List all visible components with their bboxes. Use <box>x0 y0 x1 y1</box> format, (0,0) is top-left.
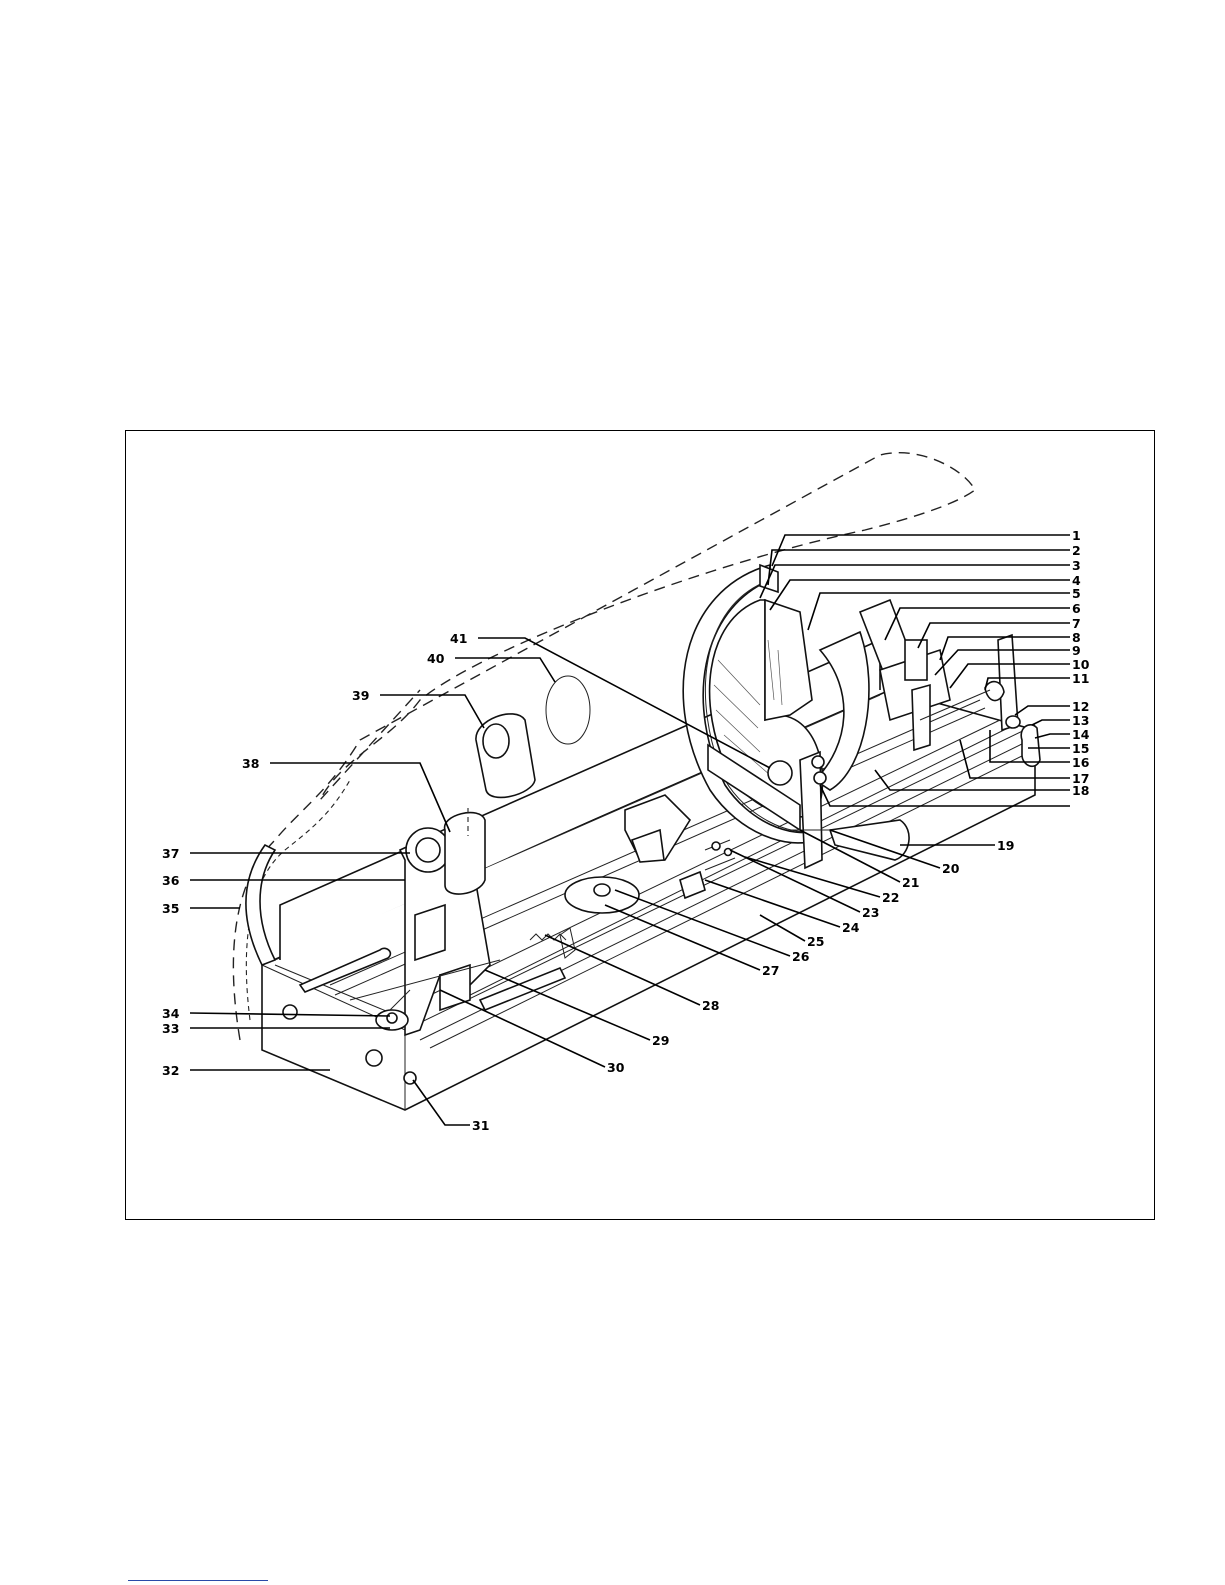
bearing-sleeve <box>445 813 485 894</box>
callout-15: 15 <box>1072 741 1089 756</box>
callout-19: 19 <box>997 838 1014 853</box>
callout-16: 16 <box>1072 755 1090 770</box>
left-end-plate <box>246 845 275 965</box>
shaft-screw <box>712 842 720 850</box>
callout-29: 29 <box>652 1033 669 1048</box>
lower-screw <box>387 1013 397 1023</box>
small-knob <box>1006 716 1020 728</box>
callout-38: 38 <box>242 756 259 771</box>
lens-cutaway <box>765 600 812 720</box>
callout-31: 31 <box>472 1118 489 1133</box>
callout-5: 5 <box>1072 586 1081 601</box>
callout-34: 34 <box>162 1006 180 1021</box>
bulkhead-screw-a <box>812 756 824 768</box>
callout-25: 25 <box>807 934 824 949</box>
sleeve <box>476 714 535 798</box>
callout-41: 41 <box>450 631 467 646</box>
callout-27: 27 <box>762 963 779 978</box>
callout-11: 11 <box>1072 671 1089 686</box>
callout-3: 3 <box>1072 558 1081 573</box>
callout-33: 33 <box>162 1021 179 1036</box>
callout-26: 26 <box>792 949 810 964</box>
bulkhead-screw-b <box>814 772 826 784</box>
callout-35: 35 <box>162 901 179 916</box>
callout-32: 32 <box>162 1063 179 1078</box>
callout-30: 30 <box>607 1060 625 1075</box>
callout-39: 39 <box>352 688 369 703</box>
callout-13: 13 <box>1072 713 1089 728</box>
callout-7: 7 <box>1072 616 1081 631</box>
retaining-ring <box>546 676 590 744</box>
callout-28: 28 <box>702 998 719 1013</box>
callout-12: 12 <box>1072 699 1089 714</box>
callout-14: 14 <box>1072 727 1090 742</box>
callout-36: 36 <box>162 873 180 888</box>
left-hole <box>283 1005 297 1019</box>
callout-1: 1 <box>1072 528 1081 543</box>
left-hole-lower <box>366 1050 382 1066</box>
callout-9: 9 <box>1072 643 1081 658</box>
footer-rule <box>128 1580 268 1581</box>
callout-18: 18 <box>1072 783 1089 798</box>
callout-20: 20 <box>942 861 960 876</box>
callout-37: 37 <box>162 846 179 861</box>
callout-6: 6 <box>1072 601 1081 616</box>
callout-23: 23 <box>862 905 879 920</box>
mount-pad <box>768 761 792 785</box>
callout-21: 21 <box>902 875 919 890</box>
callout-22: 22 <box>882 890 899 905</box>
disc-screw <box>594 884 610 896</box>
end-knob <box>1021 725 1040 767</box>
callout-2: 2 <box>1072 543 1081 558</box>
callout-24: 24 <box>842 920 860 935</box>
callout-10: 10 <box>1072 657 1090 672</box>
callout-40: 40 <box>427 651 445 666</box>
clamp-block <box>905 640 927 680</box>
